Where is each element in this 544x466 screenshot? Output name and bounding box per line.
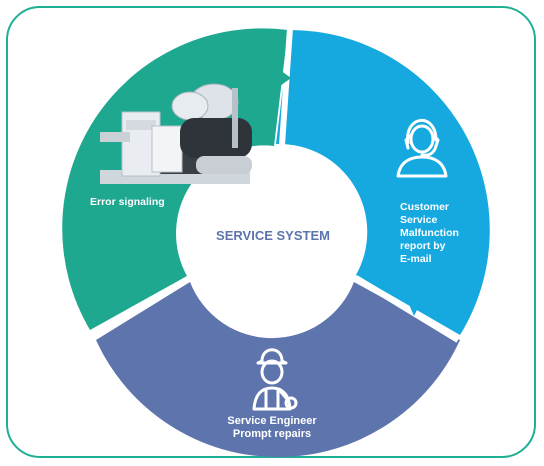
label-error-signaling: Error signaling: [90, 196, 165, 208]
label-line: Customer: [400, 201, 450, 213]
separator-left: [90, 275, 192, 337]
diagram-frame: [6, 6, 536, 458]
center-disk: [183, 150, 359, 326]
label-line: Malfunction: [400, 227, 459, 239]
segment-service-engineer: [96, 282, 460, 458]
arrow-notch-top-icon: [280, 70, 291, 86]
center-title: SERVICE SYSTEM: [216, 228, 330, 243]
service-engineer-icon: [252, 348, 298, 411]
separator-top: [279, 27, 293, 146]
customer-service-agent-icon: [396, 119, 448, 178]
segment-customer-service: [276, 30, 490, 335]
label-line: Prompt repairs: [232, 428, 312, 440]
label-customer-service: Customer Service Malfunction report by E…: [400, 201, 459, 266]
arrow-notch-left-icon: [138, 308, 150, 322]
label-line: E-mail: [400, 253, 432, 265]
label-line: report by: [400, 240, 446, 252]
arrow-notch-right-icon: [408, 302, 420, 316]
separator-right: [354, 275, 460, 343]
chiller-unit-image: [100, 83, 252, 184]
label-service-engineer: Service Engineer Prompt repairs: [214, 415, 330, 441]
label-line: Service Engineer: [227, 415, 317, 427]
label-line: Service: [400, 214, 438, 226]
